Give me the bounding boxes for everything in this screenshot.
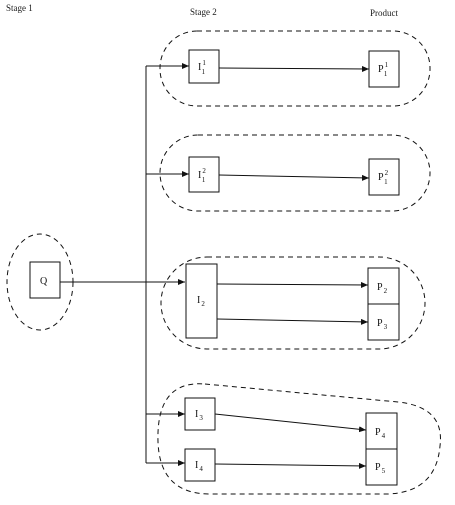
- node-p2-label: P2: [377, 282, 388, 295]
- node-i2-label: I2: [197, 295, 205, 308]
- node-i1-1-box: [188, 49, 220, 84]
- node-p3-label: P3: [377, 318, 388, 331]
- product-group-3-outline: [160, 256, 426, 350]
- node-i1-2-box: [188, 156, 220, 193]
- product-group-4-outline: [157, 383, 441, 495]
- i1-1-to-p1-1-arrow: [218, 65, 370, 72]
- node-i2-box: [185, 263, 218, 339]
- i2-to-p2-arrow: [216, 281, 369, 288]
- node-q-box: [29, 261, 61, 299]
- node-p1-2-box: [368, 158, 400, 196]
- i2-to-p3-arrow: [216, 318, 369, 325]
- node-p5-label: P5: [375, 462, 386, 475]
- product-group-2-outline: [159, 134, 431, 212]
- node-i4-label: I4: [195, 460, 203, 473]
- node-p1-1-box: [368, 50, 400, 88]
- i3-to-p4-arrow: [214, 413, 367, 433]
- node-q-label: Q: [40, 276, 48, 287]
- i1-2-to-p1-2-arrow: [218, 174, 370, 181]
- node-i3-box: [184, 397, 216, 431]
- product-header: Product: [370, 8, 398, 18]
- stage-1-header: Stage 1: [6, 3, 33, 13]
- product-group-1-outline: [159, 30, 431, 107]
- node-i4-box: [184, 448, 216, 482]
- stage-2-header: Stage 2: [190, 7, 217, 17]
- node-i3-label: I3: [195, 409, 203, 422]
- node-p4-label: P4: [375, 427, 386, 440]
- i4-to-p5-arrow: [214, 462, 367, 469]
